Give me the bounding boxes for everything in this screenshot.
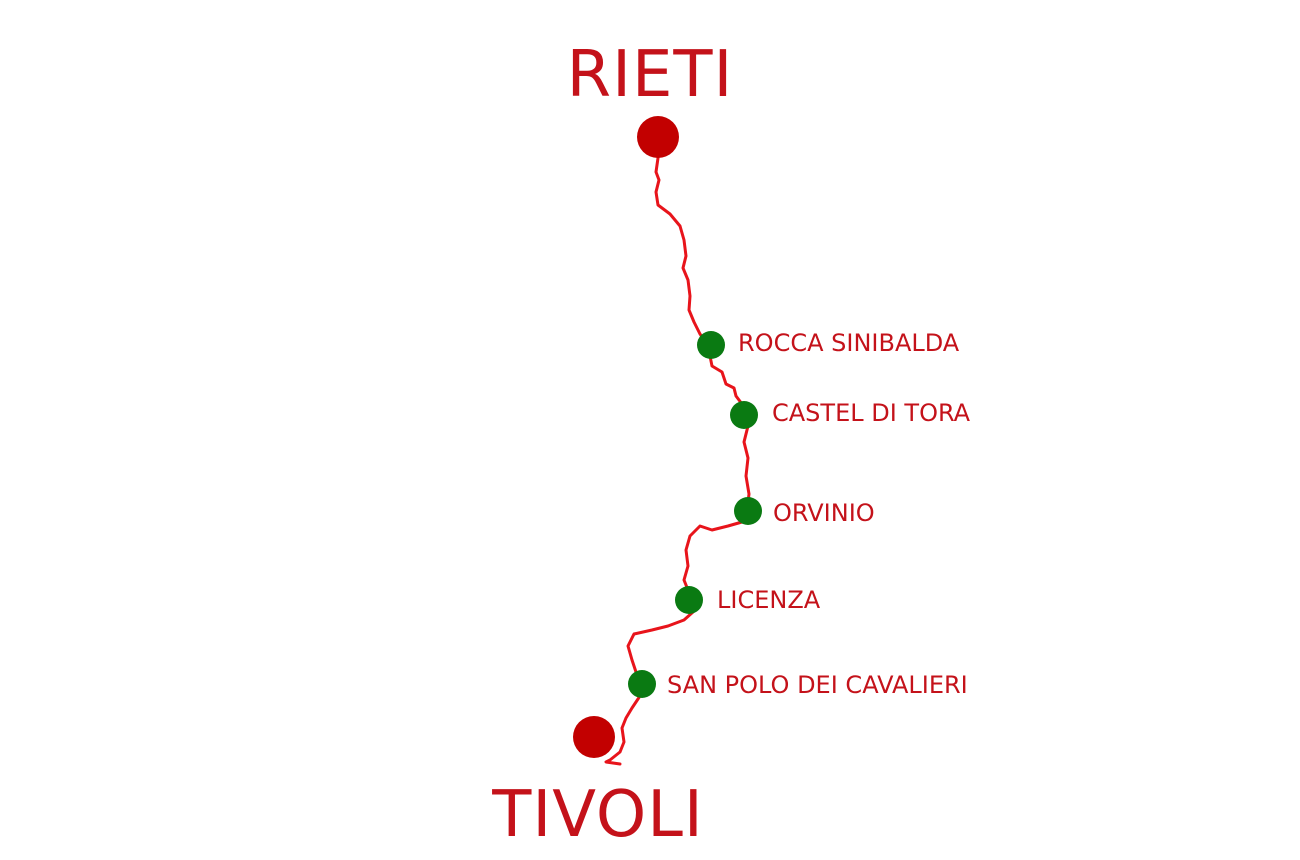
endpoint-marker-end (573, 716, 615, 758)
stop-label: ORVINIO (773, 499, 875, 527)
start-city-label: RIETI (567, 38, 734, 112)
stop-label: LICENZA (717, 586, 821, 614)
end-city-label: TIVOLI (491, 778, 704, 852)
stop-marker (730, 401, 758, 429)
stop-marker (734, 497, 762, 525)
stop-label: ROCCA SINIBALDA (738, 329, 960, 357)
stop-marker (675, 586, 703, 614)
stop-label: CASTEL DI TORA (772, 399, 971, 427)
stop-marker (697, 331, 725, 359)
stop-marker (628, 670, 656, 698)
stop-label: SAN POLO DEI CAVALIERI (667, 671, 968, 699)
endpoint-marker-start (637, 116, 679, 158)
